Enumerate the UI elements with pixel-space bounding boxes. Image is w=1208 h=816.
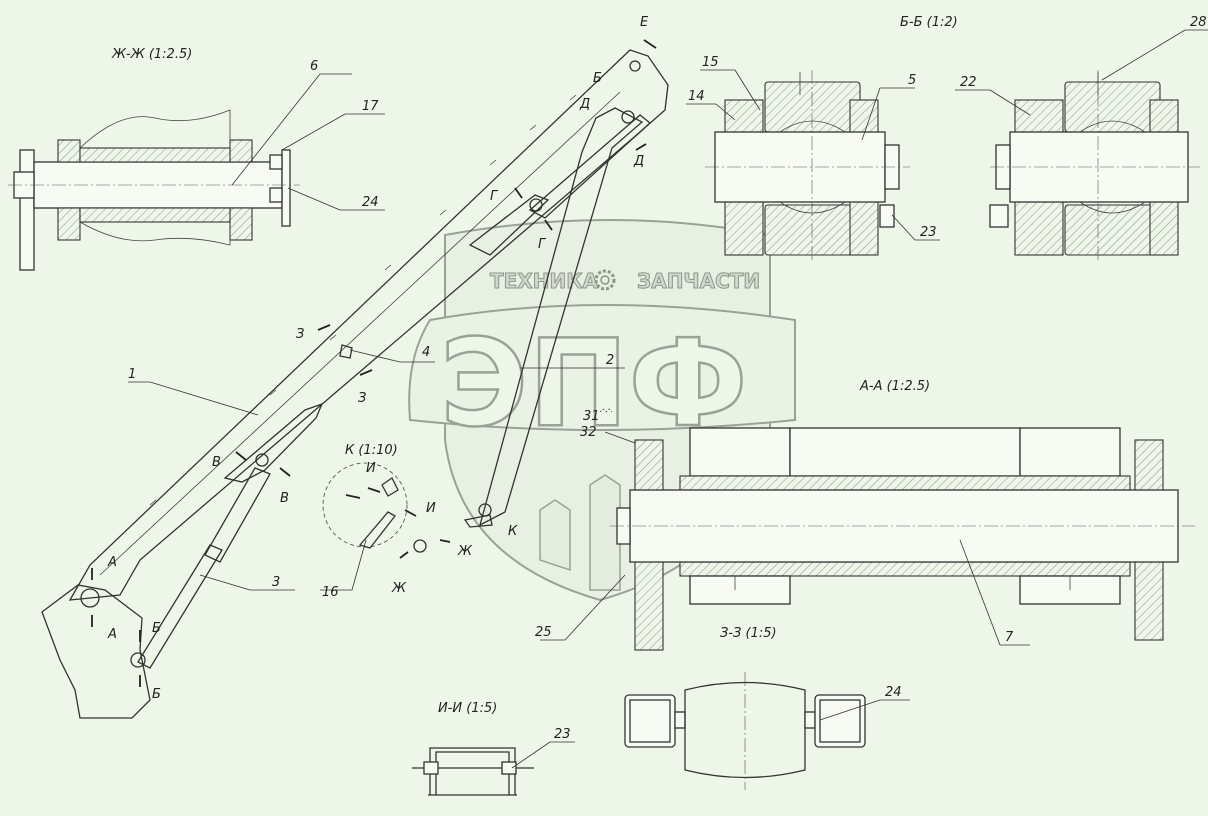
section-mark-d-1: Д	[579, 97, 590, 112]
callout-14: 14	[688, 89, 705, 104]
section-mark-g-1: Г	[490, 189, 499, 204]
view-title-a-a: А-А (1:2.5)	[859, 379, 930, 394]
watermark-logo: ЭПФ	[440, 315, 748, 454]
view-b-b: Б-Б (1:2) 15 14 5	[686, 15, 1208, 262]
section-mark-zh-1: Ж	[391, 581, 407, 596]
view-title-i-i: И-И (1:5)	[438, 701, 497, 716]
callout-15: 15	[702, 55, 719, 70]
callout-2: 2	[606, 353, 614, 368]
callout-23-a: 23	[920, 225, 937, 240]
section-mark-a-2: А	[107, 627, 117, 642]
section-mark-i-1: И	[366, 461, 376, 476]
view-title-zh-zh: Ж-Ж (1:2.5)	[111, 47, 192, 62]
view-zh-zh: Ж-Ж (1:2.5) 6 17 24	[8, 47, 385, 271]
main-boom-assembly: Е Б Д Д Г Г З З В В А А Б Б Ж Ж К 1 3	[41, 15, 669, 719]
callout-28: 28	[1190, 15, 1207, 30]
callout-31: 31	[583, 409, 600, 424]
section-mark-e: Е	[640, 15, 649, 30]
view-a-a: А-А (1:2.5) 7 25	[535, 379, 1195, 651]
callout-5: 5	[908, 73, 916, 88]
watermark: ТЕХНИКА ЗАПЧАСТИ ЭПФ	[408, 219, 796, 602]
view-title-b-b: Б-Б (1:2)	[900, 15, 958, 30]
section-mark-d-2: Д	[633, 154, 644, 169]
section-mark-b-2: Б	[152, 621, 161, 636]
section-mark-a-1: А	[107, 555, 117, 570]
callout-7: 7	[1005, 630, 1014, 645]
section-mark-g-2: Г	[538, 237, 547, 252]
view-i-i: И-И (1:5) 23	[412, 701, 575, 796]
watermark-right-text: ЗАПЧАСТИ	[637, 269, 760, 293]
section-mark-k: К	[508, 524, 518, 539]
callout-6: 6	[310, 59, 318, 74]
section-mark-i-2: И	[426, 501, 436, 516]
callout-32: 32	[580, 425, 597, 440]
callout-22: 22	[960, 75, 977, 90]
section-mark-zh-2: Ж	[457, 544, 473, 559]
view-k: К (1:10) И И 16	[320, 443, 436, 600]
section-mark-b-1: Б	[593, 71, 602, 86]
callout-24-b: 24	[885, 685, 902, 700]
callout-1: 1	[128, 367, 136, 382]
callout-17: 17	[362, 99, 379, 114]
callout-23-b: 23	[554, 727, 571, 742]
view-z-z: З-З (1:5) 24	[624, 626, 910, 790]
callout-24-a: 24	[362, 195, 379, 210]
callout-25: 25	[535, 625, 552, 640]
callout-4: 4	[422, 345, 430, 360]
callout-3-a: 3	[272, 575, 280, 590]
view-title-k: К (1:10)	[345, 443, 398, 458]
view-title-z-z: З-З (1:5)	[720, 626, 777, 641]
section-mark-z-1: З	[296, 327, 304, 342]
section-mark-b-3: Б	[152, 687, 161, 702]
section-mark-v-1: В	[212, 455, 221, 470]
gear-icon	[594, 269, 616, 291]
section-mark-z-2: З	[358, 391, 366, 406]
callout-16: 16	[322, 585, 339, 600]
section-mark-v-2: В	[280, 491, 289, 506]
